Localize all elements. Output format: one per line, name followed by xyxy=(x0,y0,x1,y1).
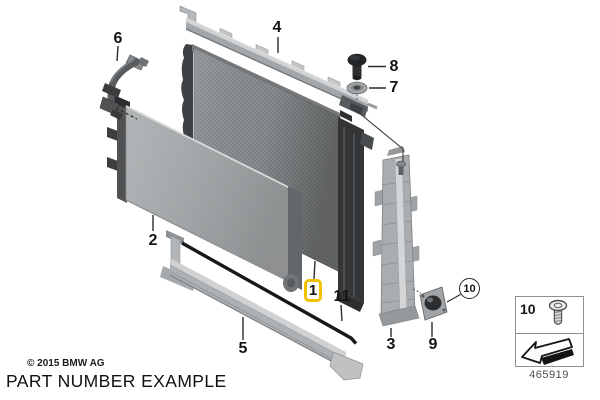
install-direction-arrow-icon xyxy=(521,338,574,365)
callout-6[interactable]: 6 xyxy=(113,30,123,47)
callout-4[interactable]: 4 xyxy=(272,19,282,36)
callout-5[interactable]: 5 xyxy=(238,340,248,357)
diagram-number: 465919 xyxy=(529,369,569,381)
part-lower-support xyxy=(160,230,364,381)
legend-divider xyxy=(516,333,583,334)
callout-9[interactable]: 9 xyxy=(428,336,438,353)
leader-lines xyxy=(115,37,461,340)
page-title: PART NUMBER EXAMPLE xyxy=(6,371,227,391)
copyright-text: © 2015 BMW AG xyxy=(27,358,105,369)
part-washer xyxy=(346,81,368,95)
callout-1-highlighted[interactable]: 1 xyxy=(304,279,322,302)
callout-11[interactable]: 11 xyxy=(333,288,351,305)
part-pin xyxy=(347,53,367,80)
legend-item-number: 10 xyxy=(520,301,536,317)
callout-8[interactable]: 8 xyxy=(389,58,399,75)
callout-2[interactable]: 2 xyxy=(148,232,158,249)
part-seal-strip xyxy=(181,241,358,345)
part-upper-support xyxy=(179,5,378,117)
part-vent-hose xyxy=(99,54,149,120)
column-top-screw xyxy=(398,166,404,175)
part-small-bracket xyxy=(419,286,448,321)
callout-7[interactable]: 7 xyxy=(389,79,399,96)
legend-box: 10 xyxy=(515,296,584,367)
screw-icon xyxy=(548,299,568,325)
part-condenser xyxy=(107,95,302,292)
callout-10-circle[interactable]: 10 xyxy=(459,278,480,299)
part-side-bracket xyxy=(372,146,420,327)
callout-3[interactable]: 3 xyxy=(386,336,396,353)
